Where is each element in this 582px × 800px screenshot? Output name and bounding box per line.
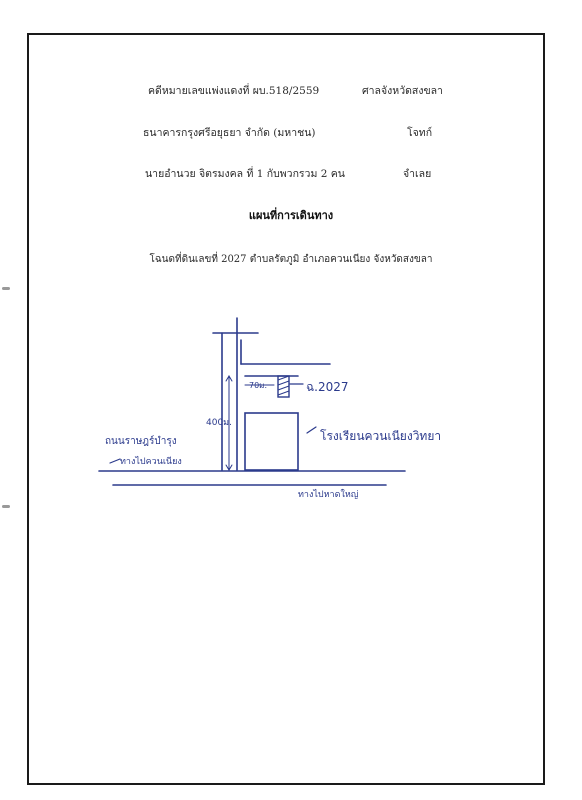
- distance-label-side: 400ม.: [206, 418, 232, 428]
- plaintiff-name: ธนาคารกรุงศรีอยุธยา จำกัด (มหาชน): [143, 127, 316, 139]
- page-title: แผนที่การเดินทาง: [248, 209, 334, 222]
- lot-label: ฉ.2027: [306, 380, 349, 394]
- road-left-label-1: ถนนราษฎร์บำรุง: [105, 435, 177, 447]
- road-left-arrow: [109, 458, 121, 464]
- school-building: [244, 412, 299, 471]
- deed-description: โฉนดที่ดินเลขที่ 2027 ตำบลรัตภูมิ อำเภอค…: [149, 254, 433, 265]
- school-label: โรงเรียนควนเนียงวิทยา: [320, 429, 441, 443]
- court-name: ศาลจังหวัดสงขลา: [362, 85, 443, 97]
- defendant-name: นายอำนวย จิตรมงคล ที่ 1 กับพวกรวม 2 คน: [145, 168, 345, 180]
- defendant-role: จำเลย: [403, 168, 432, 180]
- map-lines: [98, 317, 406, 486]
- distance-label-top: 70ม.: [249, 381, 267, 390]
- plaintiff-role: โจทก์: [407, 127, 433, 139]
- case-number: คดีหมายเลขแพ่งแดงที่ ผบ.518/2559: [148, 85, 320, 97]
- page-frame: [27, 33, 545, 785]
- road-left-label-2: ทางไปควนเนียง: [120, 456, 182, 467]
- punch-mark: [2, 505, 10, 508]
- road-bottom-label: ทางไปหาดใหญ่: [298, 489, 359, 500]
- punch-mark: [2, 287, 10, 290]
- school-label-arrow: [306, 426, 317, 434]
- lot-2027-marker: [277, 375, 290, 398]
